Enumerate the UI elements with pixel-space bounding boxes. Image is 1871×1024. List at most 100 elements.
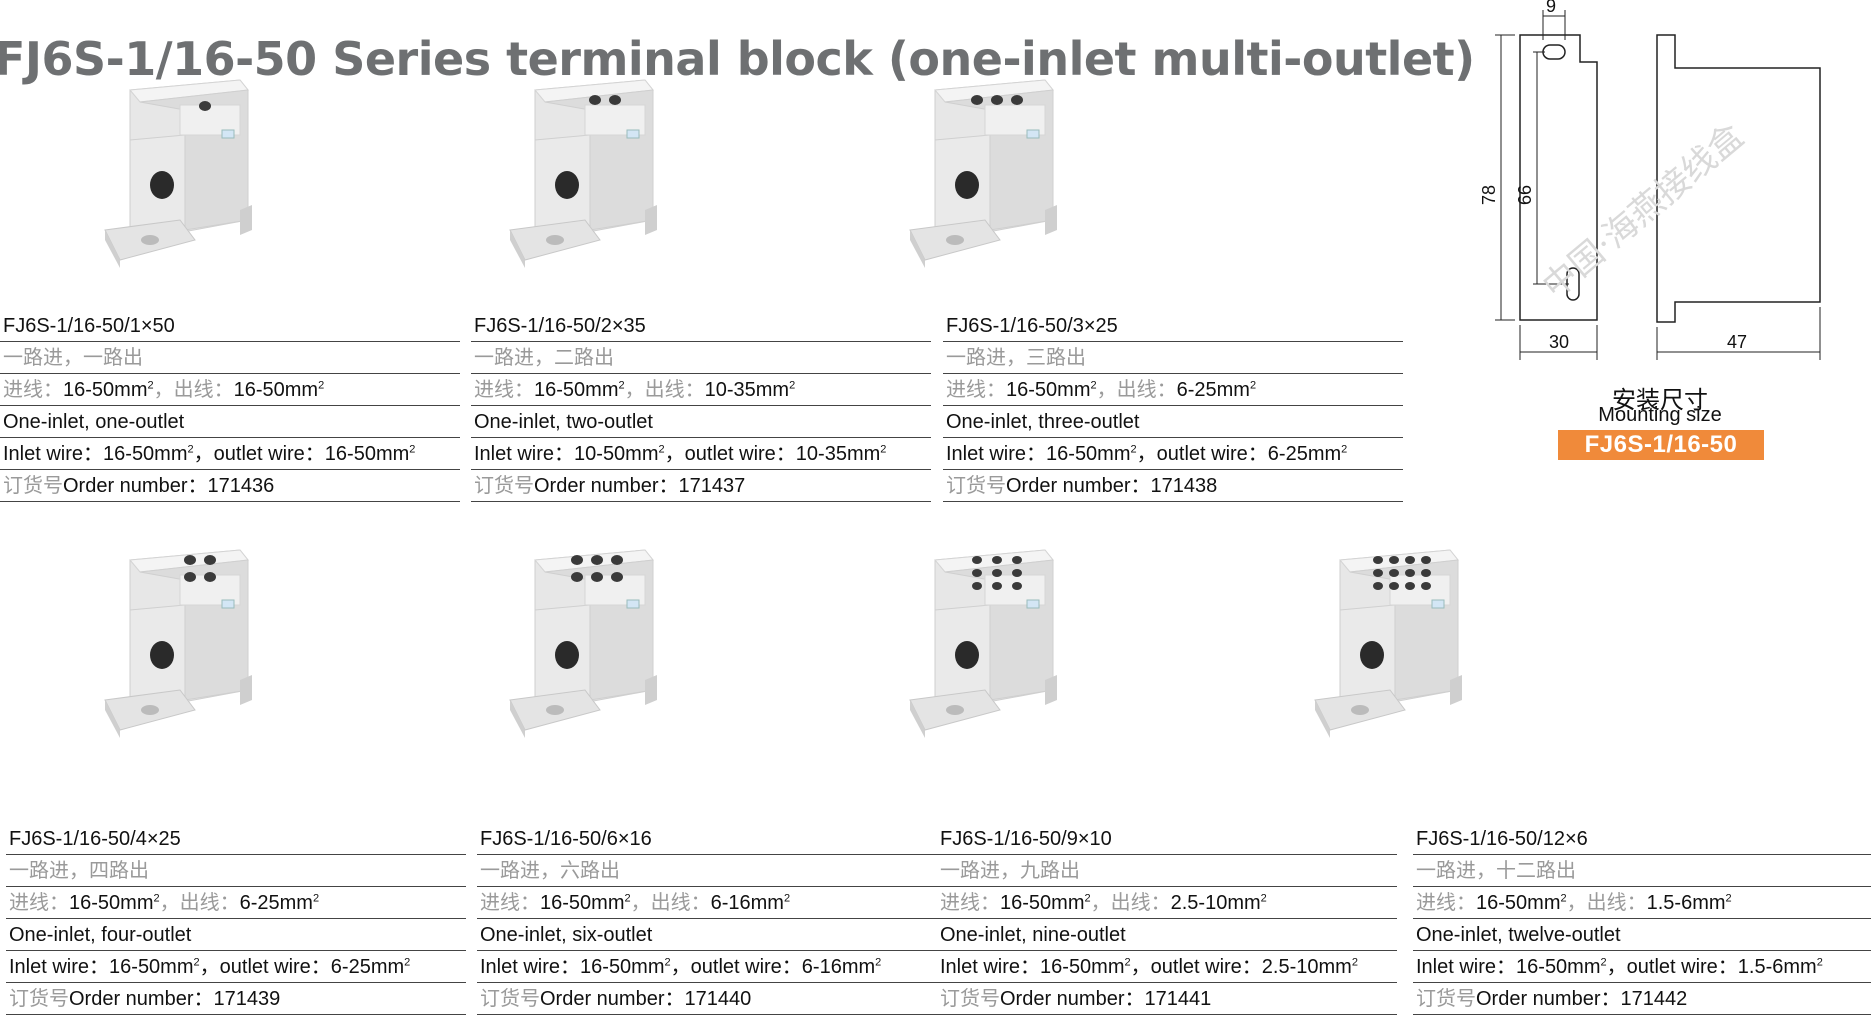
wire-hole — [204, 555, 216, 565]
wire-hole — [1373, 582, 1383, 590]
wire-hole — [199, 101, 211, 111]
desc-cn: 一路进，一路出 — [0, 342, 460, 374]
model-number: FJ6S-1/16-50/12×6 — [1413, 823, 1871, 855]
dim-inner: 66 — [1515, 185, 1535, 205]
wire-hole — [611, 572, 623, 582]
desc-cn: 一路进，三路出 — [943, 342, 1403, 374]
wire-spec-cn: 进线：16-50mm2，出线：6-16mm2 — [477, 887, 937, 919]
desc-en: One-inlet, twelve-outlet — [1413, 919, 1871, 951]
wire-hole — [571, 572, 583, 582]
dim-depth: 47 — [1727, 332, 1747, 352]
desc-cn: 一路进，四路出 — [6, 855, 466, 887]
wire-spec-cn: 进线：16-50mm2，出线：16-50mm2 — [0, 374, 460, 406]
wire-hole — [204, 572, 216, 582]
wire-spec-en: Inlet wire：16-50mm2，outlet wire：1.5-6mm2 — [1413, 951, 1871, 983]
spec-table: FJ6S-1/16-50/6×16 一路进，六路出 进线：16-50mm2，出线… — [477, 823, 937, 1015]
wire-spec-en: Inlet wire：10-50mm2，outlet wire：10-35mm2 — [471, 438, 931, 470]
wire-hole — [992, 569, 1002, 577]
page-title: FJ6S-1/16-50 Series terminal block (one-… — [0, 32, 1475, 86]
desc-en: One-inlet, two-outlet — [471, 406, 931, 438]
wire-hole — [992, 556, 1002, 564]
wire-hole — [972, 556, 982, 564]
dim-top: 9 — [1546, 0, 1556, 16]
spec-table: FJ6S-1/16-50/12×6 一路进，十二路出 进线：16-50mm2，出… — [1413, 823, 1871, 1015]
wire-hole — [1373, 569, 1383, 577]
wire-hole — [1405, 569, 1415, 577]
wire-hole — [184, 572, 196, 582]
wire-hole — [972, 569, 982, 577]
desc-en: One-inlet, six-outlet — [477, 919, 937, 951]
wire-hole — [991, 95, 1003, 105]
wire-hole — [591, 555, 603, 565]
wire-spec-en: Inlet wire：16-50mm2，outlet wire：2.5-10mm… — [937, 951, 1397, 983]
desc-cn: 一路进，十二路出 — [1413, 855, 1871, 887]
spec-table: FJ6S-1/16-50/3×25 一路进，三路出 进线：16-50mm2，出线… — [943, 310, 1403, 502]
wire-spec-cn: 进线：16-50mm2，出线：1.5-6mm2 — [1413, 887, 1871, 919]
wire-hole — [571, 555, 583, 565]
model-number: FJ6S-1/16-50/6×16 — [477, 823, 937, 855]
desc-en: One-inlet, one-outlet — [0, 406, 460, 438]
wire-hole — [992, 582, 1002, 590]
model-number: FJ6S-1/16-50/9×10 — [937, 823, 1397, 855]
model-number: FJ6S-1/16-50/4×25 — [6, 823, 466, 855]
terminal-block-image — [909, 79, 1057, 268]
terminal-block-image — [104, 79, 252, 268]
watermark: 中国·海燕接线盒 — [1535, 116, 1751, 307]
wire-hole — [589, 95, 601, 105]
model-number: FJ6S-1/16-50/2×35 — [471, 310, 931, 342]
wire-spec-en: Inlet wire：16-50mm2，outlet wire：16-50mm2 — [0, 438, 460, 470]
desc-cn: 一路进，九路出 — [937, 855, 1397, 887]
wire-spec-cn: 进线：16-50mm2，出线：2.5-10mm2 — [937, 887, 1397, 919]
wire-hole — [1421, 569, 1431, 577]
mounting-label-cn: 安装尺寸 — [1612, 386, 1708, 414]
dim-width: 30 — [1549, 332, 1569, 352]
wire-hole — [1012, 569, 1022, 577]
mounting-label-en: Mounting size — [1598, 404, 1722, 426]
desc-cn: 一路进，六路出 — [477, 855, 937, 887]
wire-hole — [971, 95, 983, 105]
wire-hole — [611, 555, 623, 565]
wire-hole — [1421, 556, 1431, 564]
terminal-block-image — [1314, 549, 1462, 738]
desc-en: One-inlet, three-outlet — [943, 406, 1403, 438]
wire-hole — [1421, 582, 1431, 590]
order-number: 订货号Order number：171442 — [1413, 983, 1871, 1015]
order-number: 订货号Order number：171441 — [937, 983, 1397, 1015]
wire-spec-cn: 进线：16-50mm2，出线：6-25mm2 — [6, 887, 466, 919]
wire-hole — [1373, 556, 1383, 564]
wire-hole — [1389, 569, 1399, 577]
desc-en: One-inlet, four-outlet — [6, 919, 466, 951]
spec-table: FJ6S-1/16-50/9×10 一路进，九路出 进线：16-50mm2，出线… — [937, 823, 1397, 1015]
dim-height: 78 — [1479, 185, 1499, 205]
wire-hole — [184, 555, 196, 565]
model-number: FJ6S-1/16-50/1×50 — [0, 310, 460, 342]
wire-hole — [1012, 582, 1022, 590]
wire-spec-en: Inlet wire：16-50mm2，outlet wire：6-25mm2 — [943, 438, 1403, 470]
order-number: 订货号Order number：171436 — [0, 470, 460, 502]
model-number: FJ6S-1/16-50/3×25 — [943, 310, 1403, 342]
mounting-badge: FJ6S-1/16-50 — [1558, 430, 1764, 460]
wire-spec-cn: 进线：16-50mm2，出线：6-25mm2 — [943, 374, 1403, 406]
terminal-block-image — [509, 79, 657, 268]
wire-hole — [1389, 556, 1399, 564]
wire-spec-en: Inlet wire：16-50mm2，outlet wire：6-16mm2 — [477, 951, 937, 983]
wire-hole — [1405, 582, 1415, 590]
order-number: 订货号Order number：171440 — [477, 983, 937, 1015]
terminal-block-image — [509, 549, 657, 738]
wire-spec-en: Inlet wire：16-50mm2，outlet wire：6-25mm2 — [6, 951, 466, 983]
spec-table: FJ6S-1/16-50/2×35 一路进，二路出 进线：16-50mm2，出线… — [471, 310, 931, 502]
desc-en: One-inlet, nine-outlet — [937, 919, 1397, 951]
desc-cn: 一路进，二路出 — [471, 342, 931, 374]
wire-hole — [1405, 556, 1415, 564]
wire-hole — [1011, 95, 1023, 105]
mounting-diagram: 9 78 66 30 47 中国·海燕接线盒 — [1479, 0, 1821, 360]
wire-hole — [591, 572, 603, 582]
order-number: 订货号Order number：171438 — [943, 470, 1403, 502]
wire-hole — [609, 95, 621, 105]
spec-table: FJ6S-1/16-50/1×50 一路进，一路出 进线：16-50mm2，出线… — [0, 310, 460, 502]
order-number: 订货号Order number：171439 — [6, 983, 466, 1015]
order-number: 订货号Order number：171437 — [471, 470, 931, 502]
terminal-block-image — [909, 549, 1057, 738]
wire-hole — [972, 582, 982, 590]
wire-hole — [1012, 556, 1022, 564]
